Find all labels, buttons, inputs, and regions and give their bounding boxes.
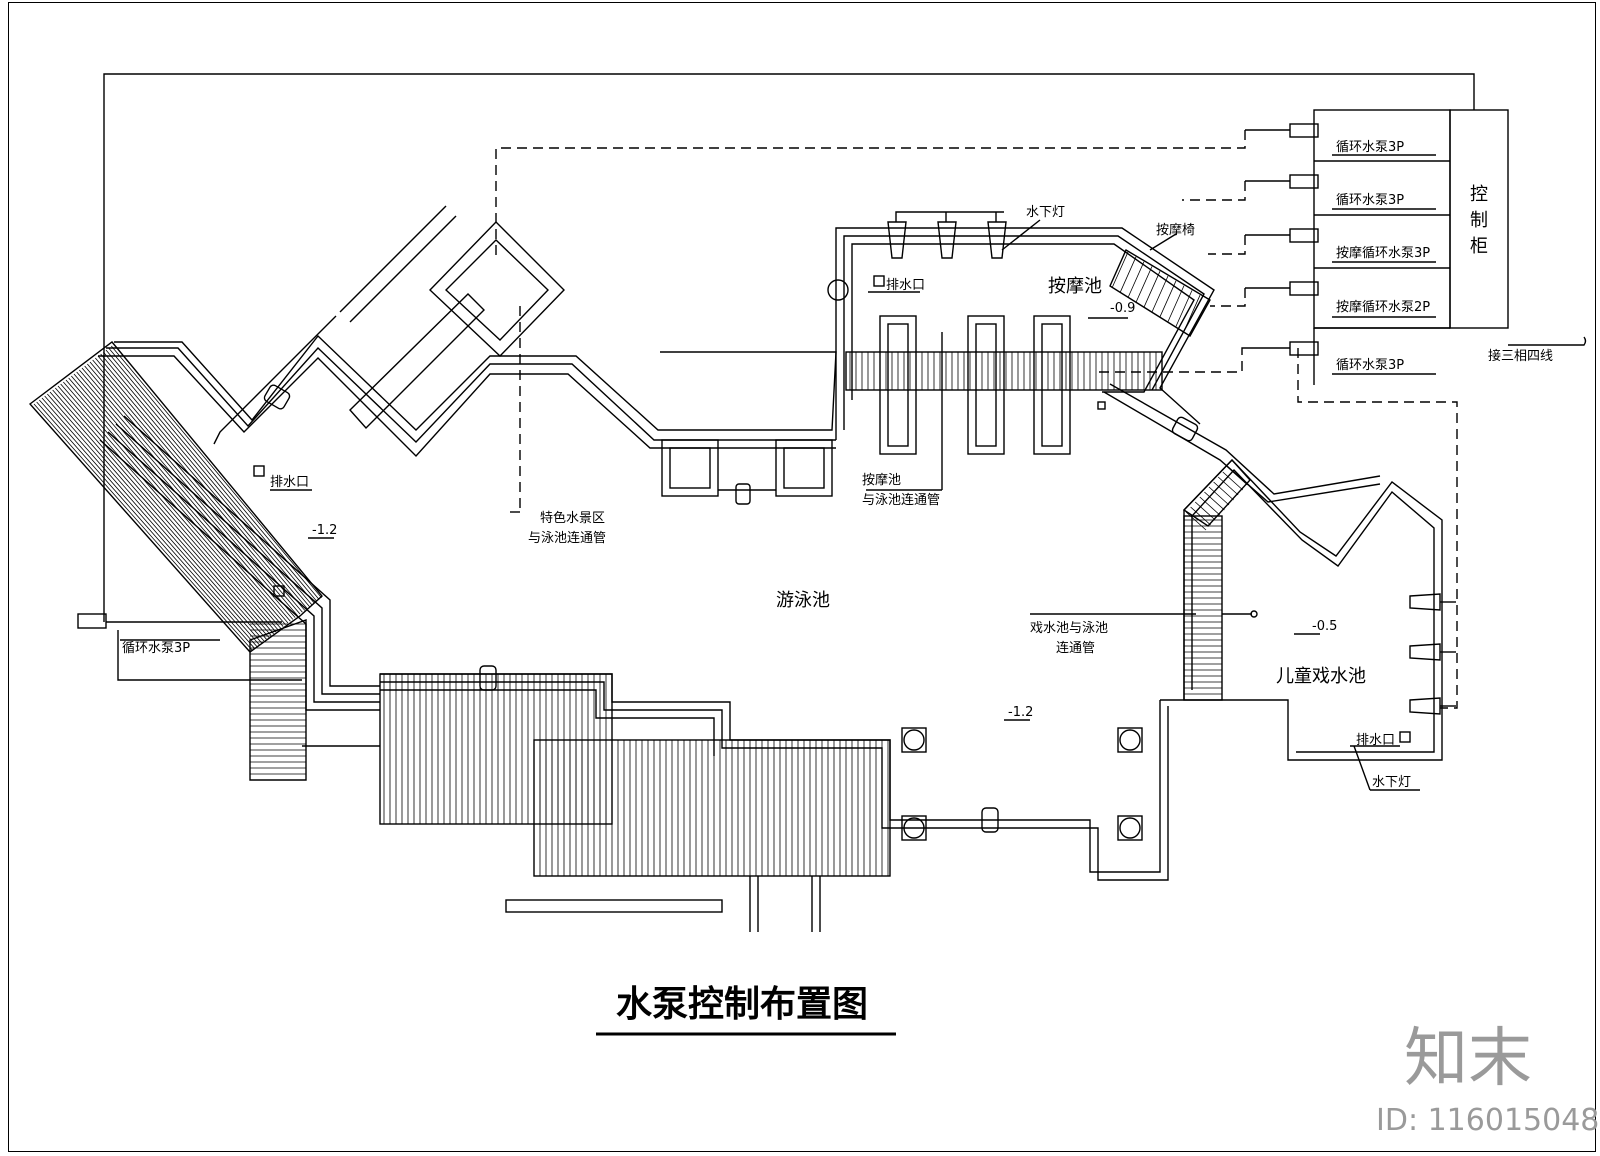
control-cabinet-label: 控制柜 [1470, 184, 1488, 257]
left-deck [28, 341, 323, 781]
pump-label-3: 按摩循环水泵3P [1336, 245, 1430, 261]
drain-left-label: 排水口 [270, 475, 309, 490]
pump-label-4: 按摩循环水泵2P [1336, 299, 1430, 315]
pump-label-2: 循环水泵3P [1336, 193, 1404, 208]
left-pump [77, 585, 302, 681]
swimming-pool-outline [98, 334, 837, 711]
massage-pool [827, 211, 1215, 491]
feature-water-zone [213, 205, 565, 445]
underwater-light-label-top: 水下灯 [1026, 205, 1065, 220]
feature-pipe-label-2: 与泳池连通管 [528, 530, 606, 546]
kids-pipe-label-2: 连通管 [1056, 640, 1095, 656]
kids-pool [1160, 458, 1456, 761]
massage-pipe-label-1: 按摩池 [862, 472, 901, 488]
pump-row-5 [1245, 341, 1319, 356]
pump-row-2 [1245, 174, 1319, 189]
massage-level-label: -0.9 [1110, 301, 1135, 316]
level-left-label: -1.2 [312, 523, 337, 538]
drawing-title: 水泵控制布置图 [616, 984, 868, 1025]
drawing-frame [8, 2, 1596, 1152]
pump-row-4 [1245, 281, 1319, 296]
underwater-light-label-bottom: 水下灯 [1372, 775, 1411, 790]
drain-kids-label: 排水口 [1356, 733, 1395, 748]
pump-row-1 [1245, 123, 1319, 138]
three-phase-label: 接三相四线 [1488, 348, 1553, 364]
left-pump-label: 循环水泵3P [122, 641, 190, 656]
feature-pipe-label-1: 特色水景区 [540, 510, 605, 526]
kids-pipe-label-1: 戏水池与泳池 [1030, 621, 1108, 636]
watermark-brand: 知末 [1404, 1022, 1532, 1096]
pool-bottom-edge [380, 673, 1161, 873]
drain-massage-label: 排水口 [886, 278, 925, 293]
pump-label-5: 循环水泵3P [1336, 358, 1404, 373]
massage-chair-label: 按摩椅 [1156, 222, 1195, 238]
massage-pipe-label-2: 与泳池连通管 [862, 492, 940, 508]
pump-row-3 [1245, 228, 1319, 243]
level-center-label: -1.2 [1008, 705, 1033, 720]
labels: 循环水泵3P 循环水泵3P 按摩循环水泵3P 按摩循环水泵2P 循环水泵3P 控… [122, 140, 1553, 790]
pump-label-1: 循环水泵3P [1336, 140, 1404, 155]
watermark-id: ID: 1160150481 [1376, 1103, 1600, 1138]
massage-pool-label: 按摩池 [1048, 276, 1102, 297]
kids-pool-label: 儿童戏水池 [1276, 666, 1366, 687]
swimming-pool-label: 游泳池 [776, 590, 830, 611]
level-kids-label: -0.5 [1312, 619, 1337, 634]
